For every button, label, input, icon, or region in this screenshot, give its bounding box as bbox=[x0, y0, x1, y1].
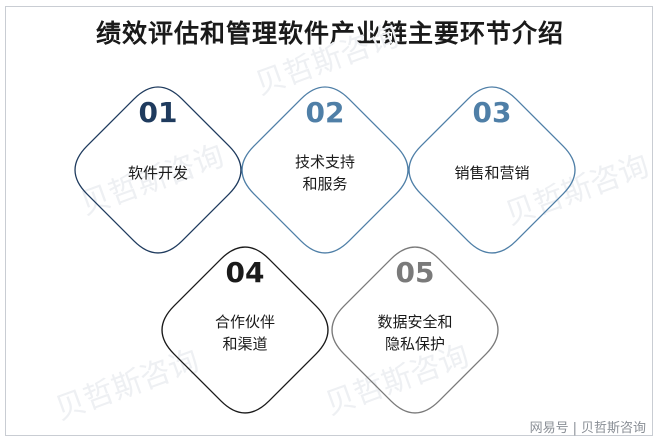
footer-credit: 网易号|贝哲斯咨询 bbox=[530, 417, 646, 436]
node-label: 软件开发 bbox=[128, 164, 188, 182]
node-label: 技术支持 bbox=[295, 153, 355, 171]
node-outline bbox=[331, 246, 499, 414]
node-number: 01 bbox=[139, 96, 178, 129]
node-label: 销售和营销 bbox=[454, 164, 529, 182]
node-number: 04 bbox=[226, 256, 265, 289]
node-label: 和服务 bbox=[302, 175, 347, 193]
node-outline bbox=[161, 246, 329, 414]
node-label: 合作伙伴 bbox=[215, 313, 275, 331]
node-label: 数据安全和 bbox=[377, 313, 452, 331]
diagram-frame bbox=[5, 6, 653, 436]
node-label: 隐私保护 bbox=[385, 335, 445, 353]
footer-source: 贝哲斯咨询 bbox=[580, 421, 646, 436]
chain-node-01: 01 软件开发 bbox=[74, 86, 242, 254]
footer-platform: 网易号 bbox=[529, 421, 569, 436]
node-outline bbox=[241, 86, 409, 254]
page-title: 绩效评估和管理软件产业链主要环节介绍 bbox=[95, 19, 564, 48]
node-number: 05 bbox=[396, 256, 435, 289]
watermark-text: 贝哲斯咨询 bbox=[251, 18, 404, 102]
node-number: 02 bbox=[306, 96, 345, 129]
node-outline bbox=[408, 86, 576, 254]
node-number: 03 bbox=[473, 96, 512, 129]
node-label: 和渠道 bbox=[222, 335, 267, 353]
chain-node-03: 03 销售和营销 bbox=[408, 86, 576, 254]
watermark-text: 贝哲斯咨询 bbox=[51, 343, 204, 427]
footer-separator: | bbox=[572, 421, 577, 436]
node-outline bbox=[74, 86, 242, 254]
watermark-layer: 贝哲斯咨询 贝哲斯咨询 贝哲斯咨询 贝哲斯咨询 贝哲斯咨询 bbox=[51, 18, 654, 427]
watermark-text: 贝哲斯咨询 bbox=[501, 148, 654, 232]
